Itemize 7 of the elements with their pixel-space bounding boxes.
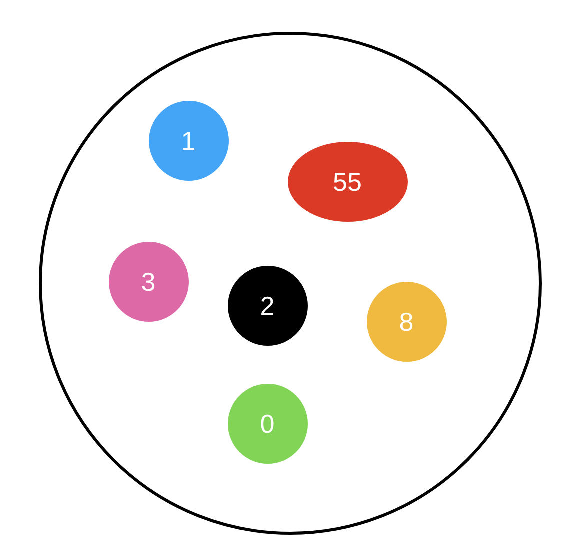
- number-circle: 8: [366, 282, 446, 362]
- number-circle: 0: [228, 384, 308, 464]
- number-circle: 1: [148, 100, 228, 180]
- enclosing-circle: [38, 32, 542, 534]
- number-ellipse: 55: [288, 142, 408, 222]
- number-circle: 3: [108, 242, 188, 322]
- number-circle: 2: [228, 266, 308, 346]
